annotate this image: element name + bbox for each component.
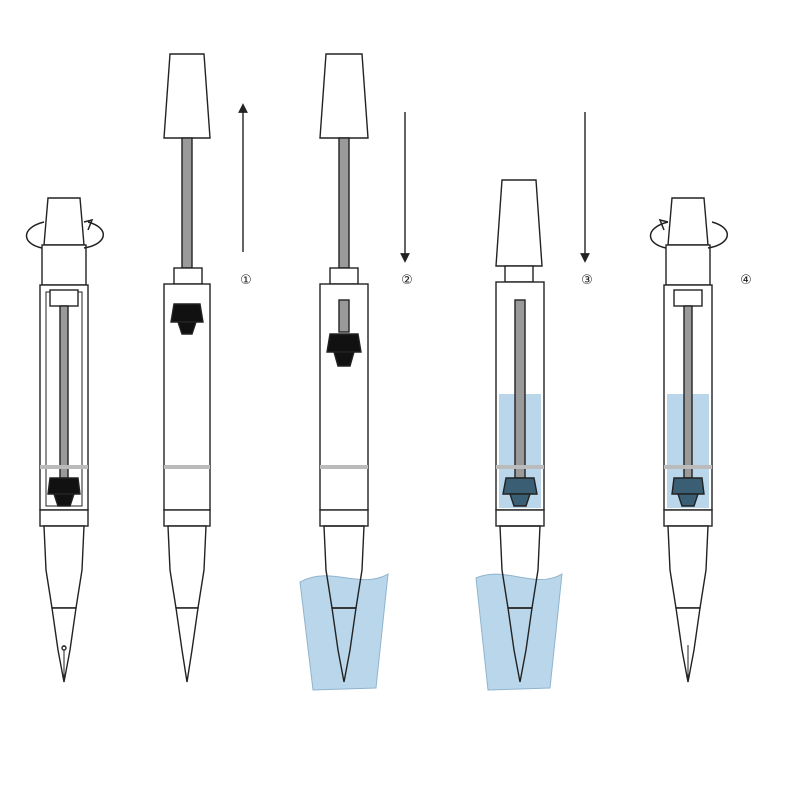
twist-arrow-icon (25, 218, 104, 249)
piston-seal (677, 493, 699, 507)
piston-seal (177, 321, 197, 335)
piston-head (326, 333, 362, 353)
section-ring (495, 509, 545, 527)
section-ring (319, 509, 369, 527)
blind-cap (319, 53, 369, 139)
piston-head (47, 477, 81, 495)
cap-ring (665, 244, 711, 286)
piston-knob-thread (504, 265, 534, 283)
piston-seal (333, 351, 355, 367)
piston-knob-thread (49, 289, 79, 307)
step-marker: ① (240, 273, 252, 288)
piston-rod (181, 137, 193, 269)
nib (331, 607, 357, 683)
piston-head (502, 477, 538, 495)
grip-section (167, 525, 207, 609)
pen-3 (319, 53, 369, 683)
piston-rod (338, 137, 350, 269)
piston-knob-thread (329, 267, 359, 285)
step-marker: ② (401, 273, 413, 288)
piston-seal (509, 493, 531, 507)
blind-cap (495, 179, 543, 267)
blind-cap (667, 197, 709, 246)
piston-head (170, 303, 204, 323)
piston-knob-thread (173, 267, 203, 285)
piston-head (671, 477, 705, 495)
piston-rod (514, 299, 526, 479)
pen-5 (663, 197, 713, 683)
piston-knob-thread (673, 289, 703, 307)
section-ring (39, 509, 89, 527)
grip-section (667, 525, 709, 609)
ink-pool-2 (475, 573, 563, 691)
piston-rod (683, 305, 693, 479)
piston-rod (59, 305, 69, 479)
step-marker: ④ (740, 273, 752, 288)
piston-seal (53, 493, 75, 507)
pen-1 (39, 197, 89, 683)
pen-2 (163, 53, 211, 683)
nib-breather (61, 645, 67, 651)
nib (507, 607, 533, 683)
blind-cap (163, 53, 211, 139)
piston-rod-short (338, 299, 350, 333)
section-ring (163, 509, 211, 527)
pen-4 (495, 179, 545, 683)
section-ring (663, 509, 713, 527)
cap-ring (41, 244, 87, 286)
twist-arrow-icon (649, 218, 728, 249)
step-marker: ③ (581, 273, 593, 288)
ink-pool-1 (299, 573, 389, 691)
blind-cap (43, 197, 85, 246)
grip-section (43, 525, 85, 609)
nib (175, 607, 199, 683)
